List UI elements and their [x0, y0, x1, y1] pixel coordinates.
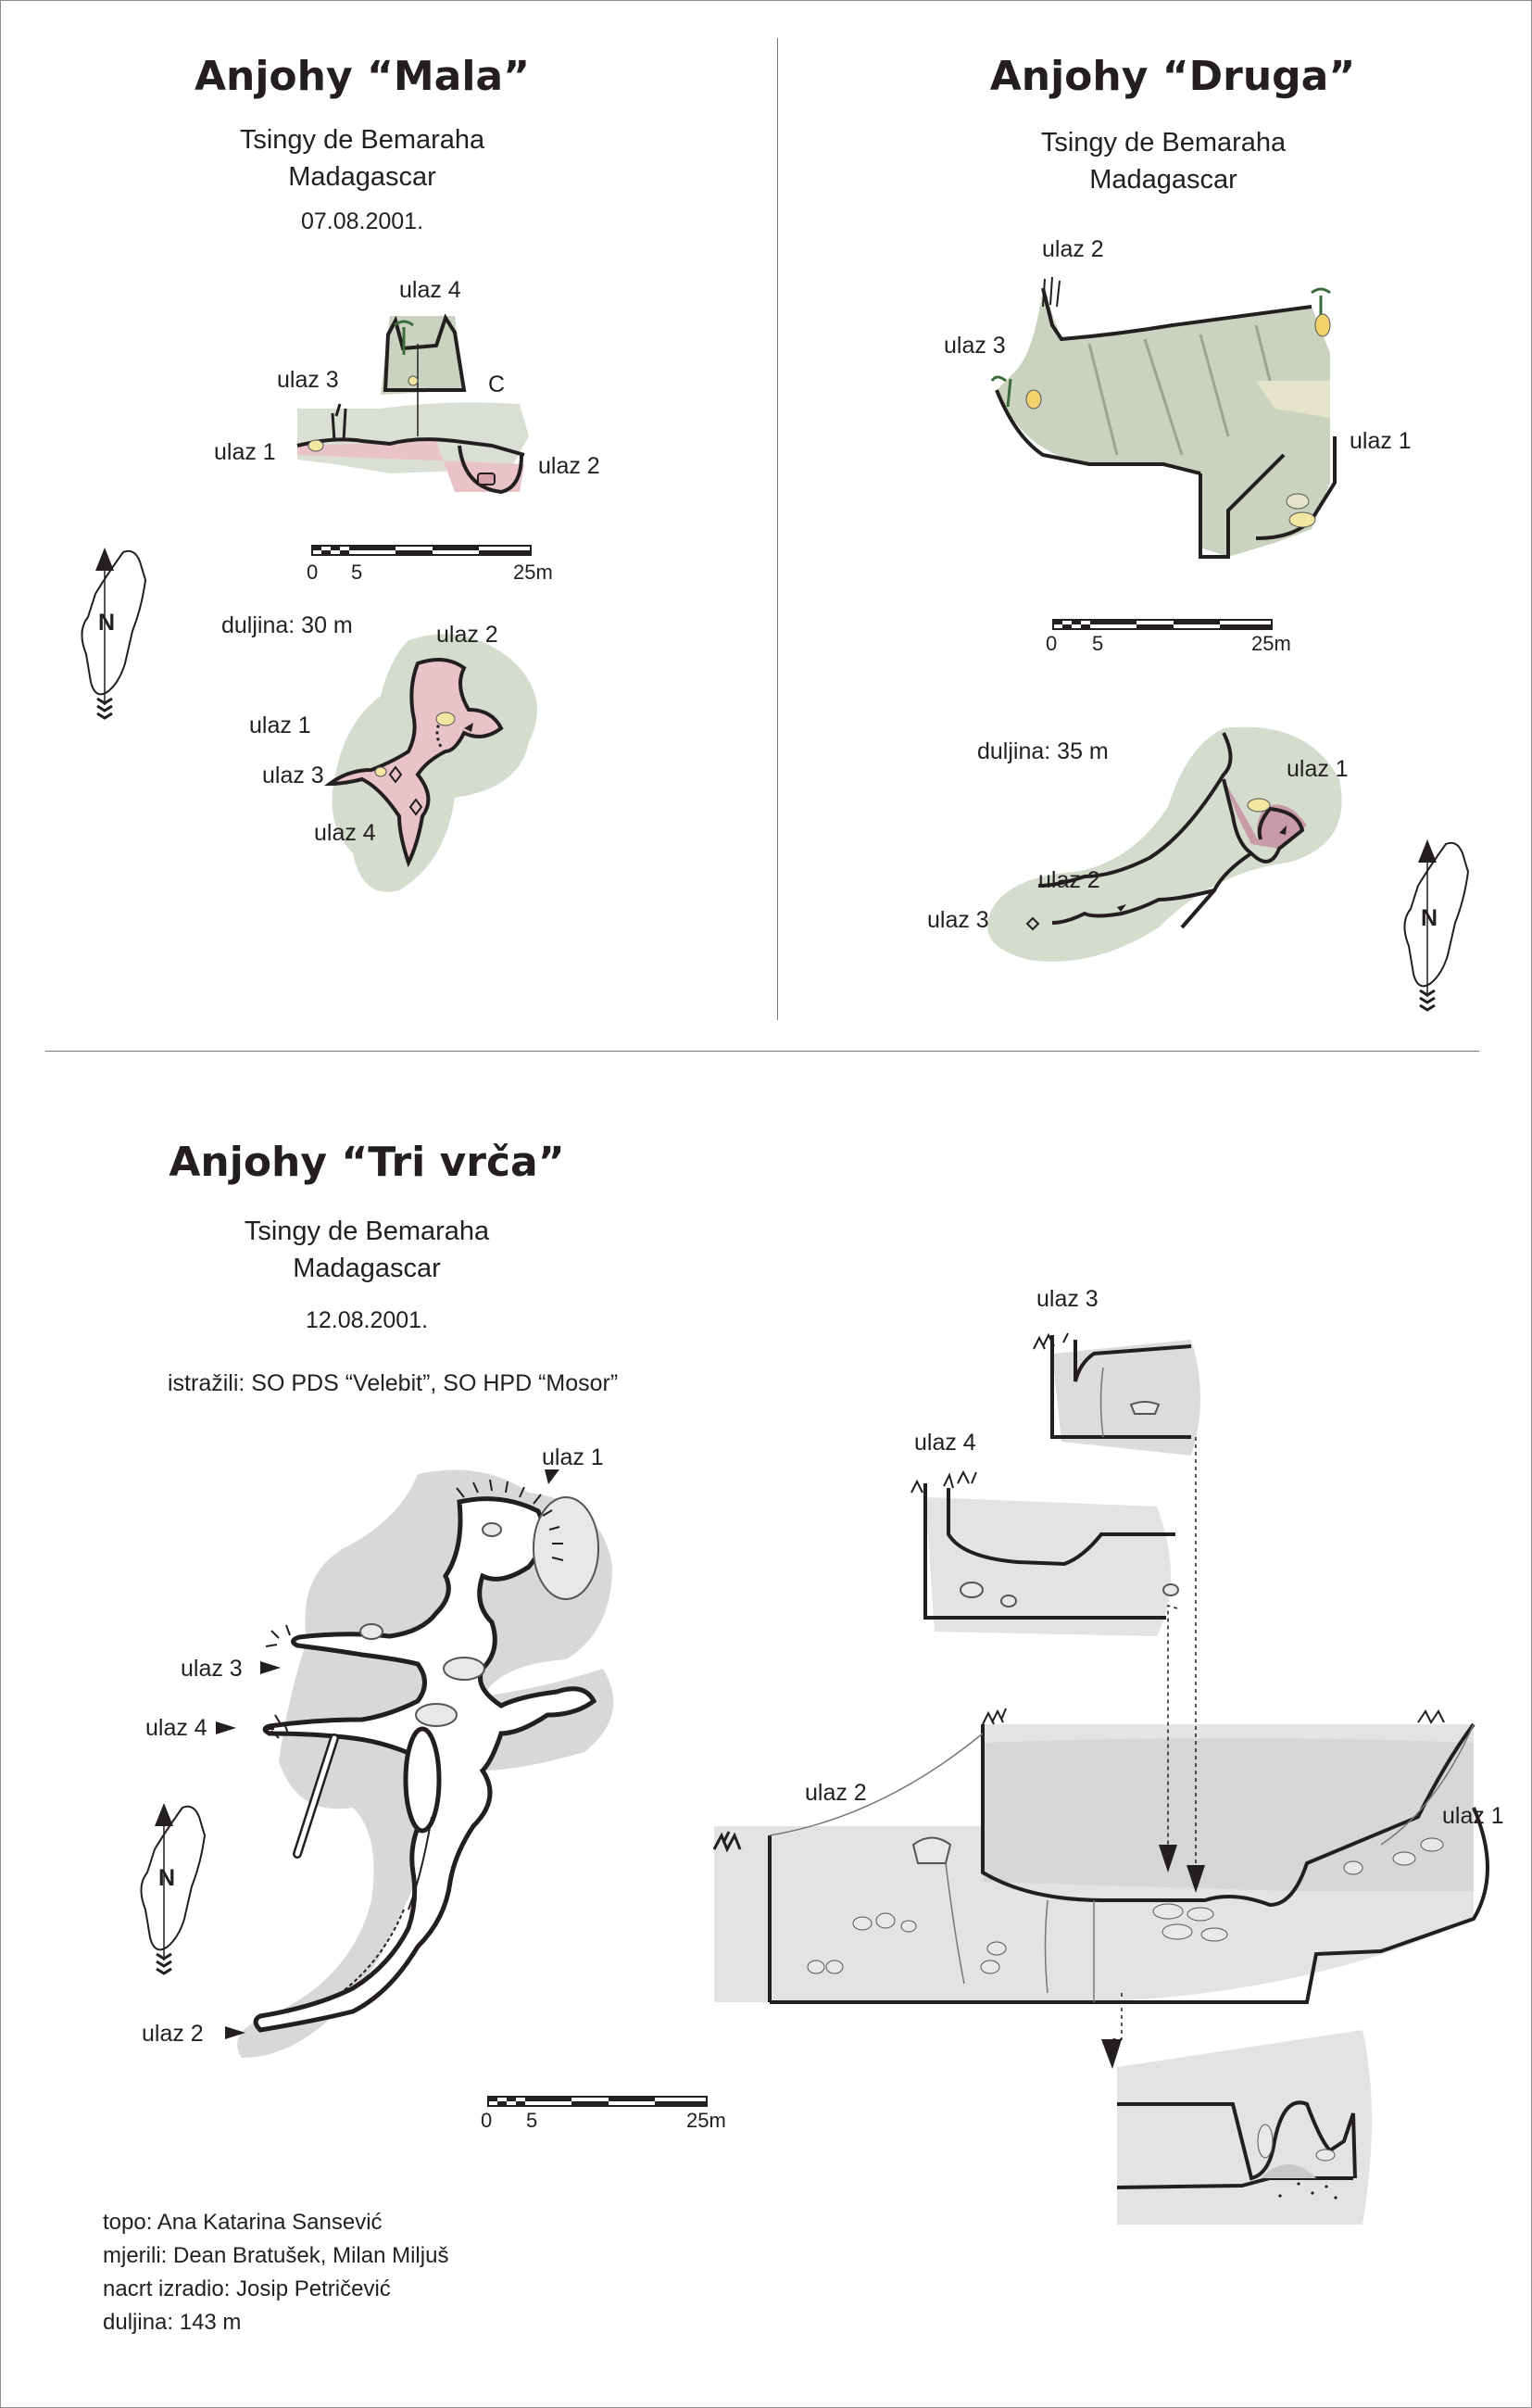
tri-credits: topo: Ana Katarina Sansević mjerili: Dea…: [103, 2206, 448, 2339]
mala-profile-ulaz2: ulaz 2: [538, 453, 600, 479]
tri-section-ulaz3: [1033, 1332, 1200, 1456]
tri-scale-25: 25m: [686, 2109, 726, 2132]
tri-scale-5: 5: [526, 2109, 538, 2132]
horizontal-divider: [45, 1051, 1479, 1052]
mala-scale-0: 0: [307, 561, 319, 584]
tri-ulaz3-pointer: [260, 1661, 281, 1674]
tri-credit-drawn: nacrt izradio: Josip Petričević: [103, 2276, 391, 2301]
druga-location-line1: Tsingy de Bemaraha: [1040, 128, 1287, 158]
druga-scale-0: 0: [1046, 632, 1058, 655]
druga-scale-25: 25m: [1251, 632, 1291, 655]
mala-scale-bar: [311, 545, 532, 556]
tri-credit-measured: mjerili: Dean Bratušek, Milan Miljuš: [103, 2243, 449, 2268]
mala-length: duljina: 30 m: [221, 612, 353, 638]
mala-title: Anjohy “Mala”: [194, 53, 531, 100]
mala-location: Tsingy de Bemaraha Madagascar: [168, 121, 557, 195]
druga-scale-5: 5: [1092, 632, 1104, 655]
mala-plan-ulaz2: ulaz 2: [436, 622, 498, 648]
mala-plan-view: [323, 634, 537, 892]
tri-section-lower: [1116, 2030, 1372, 2225]
mala-profile-ulaz4: ulaz 4: [399, 277, 461, 303]
tri-section-main: [712, 1708, 1489, 2004]
tri-ulaz4-pointer: [216, 1721, 236, 1734]
tri-plan-ulaz4: ulaz 4: [145, 1715, 207, 1741]
tri-plan-ulaz3: ulaz 3: [181, 1656, 243, 1682]
druga-title: Anjohy “Druga”: [989, 53, 1356, 100]
druga-length: duljina: 35 m: [977, 738, 1109, 764]
mala-north-arrow: [81, 548, 147, 720]
druga-profile-section: [990, 276, 1337, 559]
mala-profile-c-mark: C: [488, 372, 506, 397]
mala-scale-5: 5: [351, 561, 363, 584]
mala-date: 07.08.2001.: [300, 208, 424, 234]
mala-profile-ulaz3: ulaz 3: [277, 367, 339, 393]
tri-location: Tsingy de Bemaraha Madagascar: [172, 1213, 561, 1287]
tri-section-ulaz4: ulaz 4: [914, 1430, 976, 1456]
tri-location-line1: Tsingy de Bemaraha: [244, 1217, 490, 1246]
mala-plan-ulaz4: ulaz 4: [314, 820, 376, 846]
tri-credit-length: duljina: 143 m: [103, 2310, 242, 2335]
vertical-divider: [777, 38, 778, 1020]
tri-scale-bar: [487, 2096, 708, 2107]
tri-scale-0: 0: [481, 2109, 493, 2132]
mala-scale-25: 25m: [513, 561, 553, 584]
tri-plan-ulaz1: ulaz 1: [542, 1444, 604, 1470]
druga-profile-ulaz2: ulaz 2: [1042, 236, 1104, 262]
tri-ulaz2-pointer: [225, 2026, 245, 2039]
tri-north-arrow: [140, 1803, 207, 1975]
mala-location-line2: Madagascar: [288, 162, 436, 192]
druga-profile-ulaz1: ulaz 1: [1350, 428, 1412, 454]
tri-plan-view: [237, 1469, 614, 2058]
tri-location-line2: Madagascar: [293, 1254, 441, 1283]
druga-plan-ulaz3: ulaz 3: [927, 907, 989, 933]
druga-plan-view: [987, 726, 1342, 962]
tri-north-label: N: [158, 1865, 176, 1891]
druga-scale-bar: [1052, 619, 1273, 630]
tri-section-ulaz2: ulaz 2: [805, 1780, 867, 1806]
tri-credit-topo: topo: Ana Katarina Sansević: [103, 2210, 383, 2235]
druga-north-arrow: [1403, 839, 1470, 1012]
druga-north-label: N: [1421, 905, 1438, 931]
druga-plan-ulaz1: ulaz 1: [1287, 756, 1349, 782]
druga-plan-ulaz2: ulaz 2: [1038, 867, 1100, 893]
tri-section-ulaz1: ulaz 1: [1442, 1803, 1504, 1829]
mala-profile-section: [296, 313, 529, 495]
tri-plan-ulaz2: ulaz 2: [142, 2021, 204, 2047]
tri-section-ulaz4: [910, 1469, 1179, 1636]
tri-title: Anjohy “Tri vrča”: [169, 1139, 565, 1186]
tri-explorers: istražili: SO PDS “Velebit”, SO HPD “Mos…: [168, 1370, 619, 1396]
druga-profile-ulaz3: ulaz 3: [944, 333, 1006, 359]
mala-plan-ulaz3: ulaz 3: [262, 763, 324, 788]
druga-location-line2: Madagascar: [1089, 165, 1237, 195]
tri-section-connectors: [1101, 1437, 1205, 2069]
druga-location: Tsingy de Bemaraha Madagascar: [969, 124, 1358, 198]
mala-profile-ulaz1: ulaz 1: [214, 439, 276, 465]
mala-location-line1: Tsingy de Bemaraha: [239, 125, 485, 155]
tri-ulaz1-pointer: [545, 1469, 559, 1484]
tri-date: 12.08.2001.: [305, 1307, 429, 1333]
tri-section-ulaz3: ulaz 3: [1036, 1286, 1099, 1312]
mala-north-label: N: [98, 610, 116, 636]
mala-plan-ulaz1: ulaz 1: [249, 712, 311, 738]
